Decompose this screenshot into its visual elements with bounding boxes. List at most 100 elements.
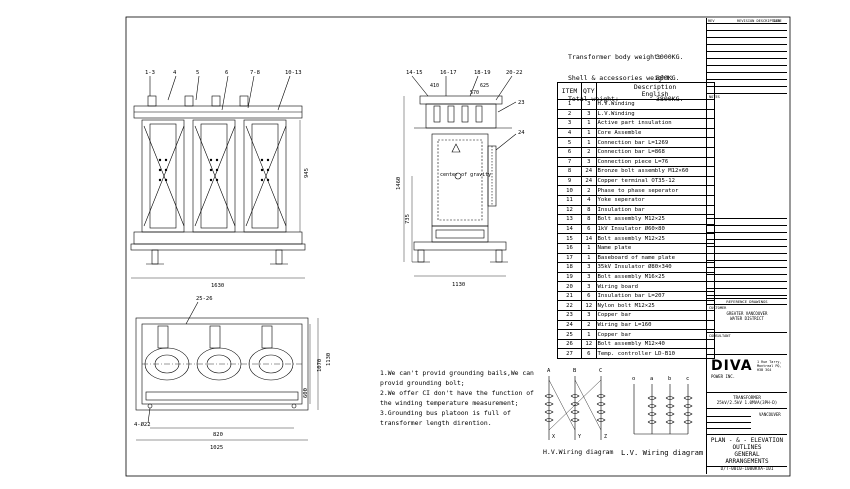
note-2: 2.We offer CI don't have the function of… — [380, 389, 534, 407]
parts-cell-desc: Name plate — [595, 242, 715, 254]
parts-cell-qty: 1 — [581, 329, 597, 340]
rev-head-description: REVISION DESCRIPTION — [737, 19, 781, 23]
header-desc-line2: English — [641, 90, 669, 98]
parts-cell-qty: 12 — [581, 338, 597, 350]
parts-cell-item: 7 — [557, 156, 582, 168]
parts-cell-qty: 3 — [581, 108, 597, 120]
hv-wiring-diagram: A B C X Y Z — [544, 368, 607, 440]
drawing-number: D/T-0010-1000KVA-101 — [720, 467, 774, 472]
side-cog-label: center of gravity — [440, 172, 491, 178]
parts-cell-desc: Copper bar — [595, 329, 715, 340]
front-windings — [141, 119, 287, 233]
front-top-insulators — [147, 95, 249, 107]
parts-cell-qty: 3 — [581, 262, 597, 273]
lv-terminal-o: o — [632, 376, 635, 382]
plan-coils — [144, 347, 294, 381]
hv-terminal-a: A — [547, 368, 551, 374]
hv-terminal-x: X — [552, 434, 555, 440]
hv-terminal-y: Y — [578, 434, 581, 440]
parts-cell-item: 20 — [557, 281, 582, 292]
side-callout-24: 24 — [518, 130, 525, 136]
lv-terminal-c: c — [686, 376, 689, 382]
parts-cell-item: 10 — [557, 185, 582, 196]
lv-wiring-label: L.V. Wiring diagram — [621, 448, 704, 457]
customer-label: CUSTOMER — [709, 306, 727, 310]
brand-name: DIVA — [711, 358, 753, 374]
side-elevation-view: 14-15 16-17 18-19 20-22 410 625 570 23 2… — [396, 70, 525, 288]
lv-terminal-b: b — [668, 376, 671, 382]
front-callout-2: 4 — [173, 70, 177, 76]
parts-cell-qty: 12 — [581, 300, 597, 312]
parts-cell-desc: Copper bar — [595, 310, 715, 321]
parts-cell-item: 25 — [557, 329, 582, 340]
parts-cell-desc: Temp. controller LD-B10 — [595, 348, 715, 360]
parts-cell-qty: 4 — [581, 194, 597, 206]
parts-cell-desc: Bolt assembly M12×25 — [595, 233, 715, 244]
side-dim-570: 570 — [470, 90, 479, 96]
drawing-title-2: OUTLINES — [732, 444, 762, 451]
parts-cell-desc: Yoke seperator — [595, 194, 715, 206]
parts-cell-item: 9 — [557, 175, 582, 187]
parts-cell-desc: 1kV Insulator Ø60×80 — [595, 223, 715, 235]
parts-cell-item: 11 — [557, 194, 582, 206]
parts-cell-item: 24 — [557, 319, 582, 331]
side-dim-height: 1460 — [396, 177, 402, 190]
parts-cell-qty: 3 — [581, 156, 597, 168]
parts-cell-qty: 1 — [581, 252, 597, 264]
parts-cell-qty: 6 — [581, 348, 597, 360]
side-dim-width: 1130 — [452, 282, 465, 288]
parts-cell-desc: L.V.Winding — [595, 108, 715, 120]
parts-cell-item: 13 — [557, 214, 582, 225]
side-callout-1: 14-15 — [406, 70, 423, 76]
plan-callout-top: 25-26 — [196, 296, 213, 302]
notes-label: NOTES — [709, 95, 720, 99]
parts-cell-qty: 6 — [581, 290, 597, 302]
plan-mounting-holes — [147, 403, 297, 409]
parts-cell-item: 12 — [557, 204, 582, 216]
side-dim-625: 625 — [480, 83, 489, 89]
plan-dim-820: 820 — [213, 432, 223, 438]
parts-cell-item: 4 — [557, 127, 582, 139]
parts-cell-desc: 35kV Insulator Ø80×340 — [595, 262, 715, 273]
parts-cell-qty: 24 — [581, 166, 597, 177]
parts-cell-desc: Bolt assembly M12×40 — [595, 338, 715, 350]
parts-cell-item: 5 — [557, 137, 582, 148]
lv-wiring-diagram: o a b c — [632, 376, 693, 435]
front-callout-3: 5 — [196, 70, 199, 76]
parts-cell-qty: 8 — [581, 204, 597, 216]
plan-dim-1025: 1025 — [210, 445, 223, 451]
parts-cell-item: 6 — [557, 146, 582, 158]
parts-cell-item: 14 — [557, 223, 582, 235]
front-callout-5: 7-8 — [250, 70, 260, 76]
customer-line1: GREATER VANCOUVER — [726, 311, 768, 316]
plan-insulators — [157, 325, 273, 349]
parts-cell-qty: 3 — [581, 310, 597, 321]
plan-view: 25-26 4-Ø22 1130 1070 600 820 1025 — [134, 296, 332, 451]
project-tag: VANCOUVER — [759, 412, 781, 417]
parts-cell-item: 2 — [557, 108, 582, 120]
side-callout-23: 23 — [518, 100, 525, 106]
side-dim-410: 410 — [430, 83, 439, 89]
parts-cell-desc: Core Assemble — [595, 127, 715, 139]
parts-cell-item: 3 — [557, 118, 582, 129]
parts-cell-desc: Bronze bolt assembly M12×60 — [595, 166, 715, 177]
front-elevation-view: 1-3 4 5 6 7-8 10-13 — [130, 70, 310, 289]
